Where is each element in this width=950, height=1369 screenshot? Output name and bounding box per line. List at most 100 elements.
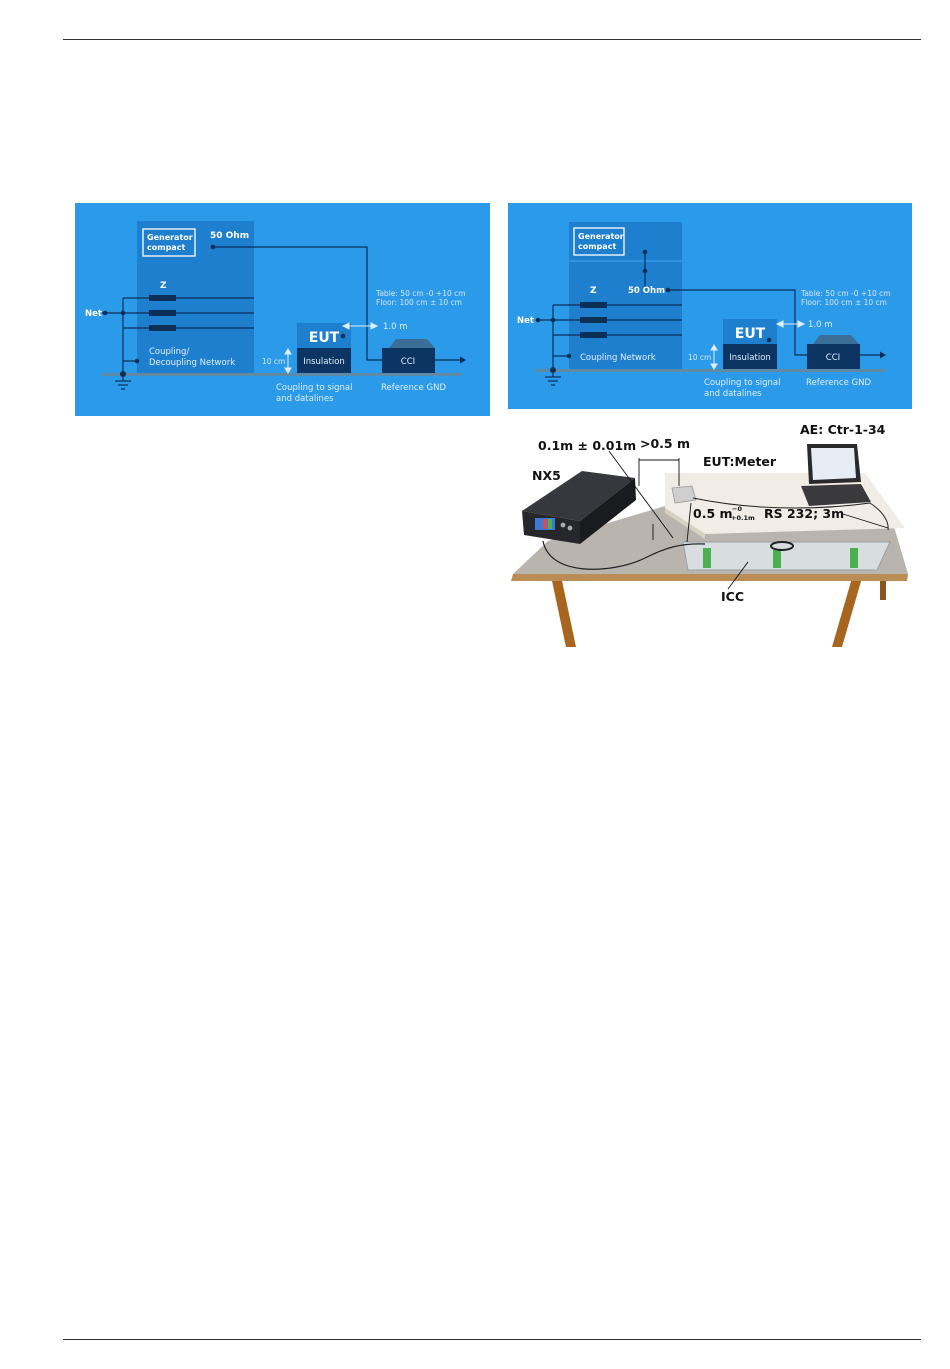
icc-clamp <box>682 541 891 571</box>
insulation-label: Insulation <box>729 353 771 363</box>
nx5-knob <box>560 522 566 528</box>
cable-length-label: 0.5 m <box>693 506 733 521</box>
insulation-label: Insulation <box>303 357 345 367</box>
ref-gnd-label: Reference GND <box>806 378 871 388</box>
coupling-signal-1: Coupling to signal <box>276 383 353 393</box>
ae-label: AE: Ctr-1-34 <box>800 422 886 437</box>
pointer-icc <box>727 561 749 590</box>
pointer-rs232 <box>842 513 889 529</box>
generator-box <box>573 227 625 256</box>
signal-arrow <box>460 356 466 364</box>
earth-symbol <box>115 380 131 390</box>
impedance-3 <box>149 325 176 331</box>
net-label: Net <box>517 316 534 326</box>
earth-node <box>550 367 556 373</box>
footer-rule <box>63 1339 921 1340</box>
nx5-label: NX5 <box>532 468 561 483</box>
impedance-2 <box>149 310 176 316</box>
header-rule <box>63 39 921 40</box>
earth-node <box>120 371 126 377</box>
cci-roof <box>389 339 435 348</box>
generator-label-1: Generator <box>578 232 624 241</box>
impedance-1 <box>149 295 176 301</box>
z-label: Z <box>590 286 597 296</box>
signal-arrow <box>880 351 886 359</box>
coupling-signal-1: Coupling to signal <box>704 378 781 388</box>
generator-label-1: Generator <box>147 233 193 242</box>
ref-gnd-label: Reference GND <box>381 383 446 393</box>
distance-arrow <box>341 322 379 330</box>
eut-meter <box>671 485 697 504</box>
height-arrow <box>710 344 718 370</box>
table-leg-front-left <box>551 576 576 647</box>
ten-cm-label: 10 cm <box>688 353 711 362</box>
eut-meter-label: EUT:Meter <box>703 454 777 469</box>
generator-label-2: compact <box>147 243 185 252</box>
insulation-box <box>297 348 351 373</box>
ground-node <box>134 358 140 364</box>
coupling-network-diagram: Generator compact 50 Ohm Z Net Coupling … <box>508 203 912 409</box>
icc-support-1 <box>703 548 711 568</box>
network-label-1: Coupling/ <box>149 347 189 357</box>
table-edge <box>511 574 908 581</box>
insulation-box <box>723 344 777 369</box>
cable-tolerance-top: −0 <box>732 505 742 513</box>
ohm-label: 50 Ohm <box>210 231 249 241</box>
coupling-signal-2: and datalines <box>276 394 334 404</box>
z-label: Z <box>160 281 167 291</box>
distance-label: 0.1m ± 0.01m <box>538 438 636 453</box>
nx5-screen-red <box>543 519 547 529</box>
nx5-screen-green <box>548 519 552 529</box>
net-junction <box>120 310 126 316</box>
white-board-edge <box>665 508 705 539</box>
impedance-2 <box>580 317 607 323</box>
cable-tolerance-bottom: +0.1m <box>731 514 755 522</box>
nx5-knob-2 <box>567 525 573 531</box>
ground-node <box>566 353 572 359</box>
cci-box <box>382 348 435 373</box>
net-label: Net <box>85 309 102 319</box>
mid-node <box>642 268 648 274</box>
cable-marker <box>686 502 692 543</box>
icc-support-2 <box>773 550 781 568</box>
eut-label: EUT <box>309 330 340 346</box>
pointer-distance <box>608 450 674 539</box>
icc-support-3 <box>850 548 858 568</box>
one-m-label: 1.0 m <box>383 322 408 332</box>
rs232-cable <box>692 497 889 531</box>
coupling-decoupling-diagram: Generator compact 50 Ohm Z Net Coupling/… <box>75 203 490 416</box>
gap-label: >0.5 m <box>640 436 690 451</box>
net-junction <box>550 317 556 323</box>
icc-handle <box>770 541 794 551</box>
network-label-2: Decoupling Network <box>149 358 235 368</box>
laptop-display <box>811 448 856 480</box>
ten-cm-label: 10 cm <box>262 357 285 366</box>
cci-label: CCI <box>826 353 840 363</box>
impedance-1 <box>580 302 607 308</box>
net-node <box>535 317 541 323</box>
rs232-label: RS 232; 3m <box>764 506 844 521</box>
generator-cable <box>542 540 706 570</box>
ground-plane <box>535 369 885 372</box>
net-node <box>102 310 108 316</box>
table-note-1: Table: 50 cm -0 +10 cm <box>375 289 466 298</box>
network-label: Coupling Network <box>580 353 656 363</box>
one-m-label: 1.0 m <box>808 320 833 330</box>
table-note-1: Table: 50 cm -0 +10 cm <box>800 289 891 298</box>
ground-plane <box>102 373 461 376</box>
distance-arrow <box>775 320 806 328</box>
ohm-label: 50 Ohm <box>628 286 665 296</box>
eut-node <box>340 333 346 339</box>
impedance-3 <box>580 332 607 338</box>
eut-node <box>766 337 772 343</box>
cci-roof <box>813 335 859 344</box>
nx5-side <box>580 478 636 544</box>
laptop-base <box>801 484 871 506</box>
earth-symbol <box>545 376 561 386</box>
eut-label: EUT <box>735 326 766 342</box>
generator-box <box>142 228 196 257</box>
table-note-2: Floor: 100 cm ± 10 cm <box>801 298 887 307</box>
table-leg-front-right <box>832 578 862 647</box>
cci-box <box>807 344 860 369</box>
table-leg-back-right <box>880 576 886 600</box>
